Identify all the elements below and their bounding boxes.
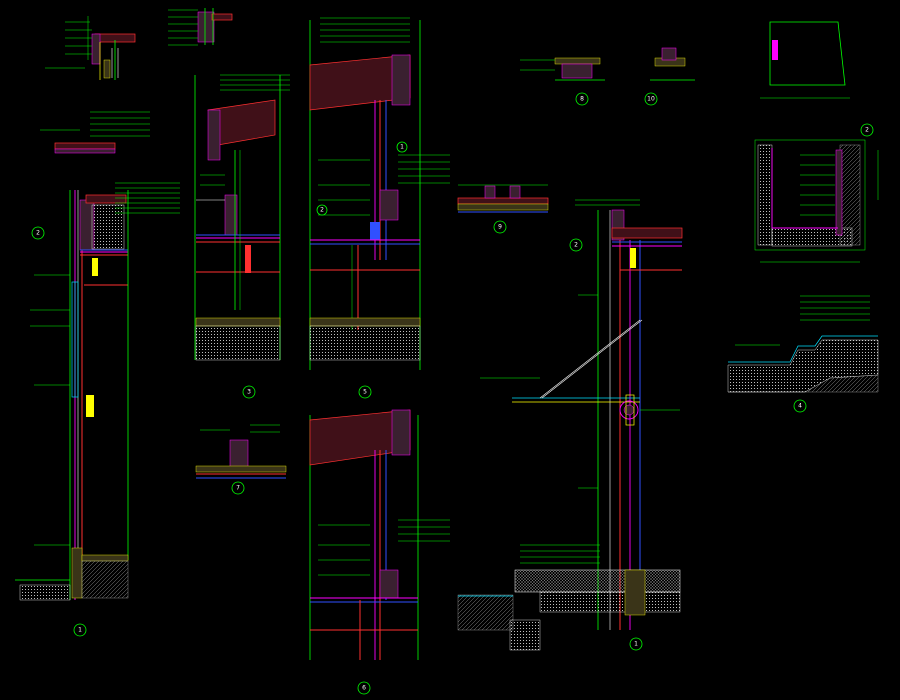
callout-9[interactable]: 9 xyxy=(493,220,507,234)
svg-text:5: 5 xyxy=(363,389,367,396)
callout-group: 1 2 3 5 6 7 8 9 xyxy=(31,92,874,695)
svg-text:1: 1 xyxy=(634,641,638,648)
section-6-wall xyxy=(309,409,450,660)
svg-text:7: 7 xyxy=(236,485,240,492)
detail-top-center-sill xyxy=(168,8,233,46)
section-2-pool-wall xyxy=(754,139,879,263)
detail-top-right-plan xyxy=(760,21,850,99)
callout-7[interactable]: 7 xyxy=(231,481,245,495)
callout-4[interactable]: 4 xyxy=(793,399,807,413)
callout-10[interactable]: 10 xyxy=(644,92,658,106)
detail-9-roof-joint xyxy=(457,184,549,213)
svg-text:1: 1 xyxy=(78,627,82,634)
detail-top-left-parapet xyxy=(45,16,136,80)
svg-text:3: 3 xyxy=(247,389,251,396)
callout-3[interactable]: 3 xyxy=(242,385,256,399)
svg-text:2: 2 xyxy=(865,127,869,134)
callout-1-left[interactable]: 1 xyxy=(73,623,87,637)
svg-text:10: 10 xyxy=(647,96,655,103)
svg-text:2: 2 xyxy=(574,242,578,249)
section-1-left-wall xyxy=(15,182,180,601)
section-1-canopy-wall xyxy=(457,199,683,651)
callout-1-small[interactable]: 1 xyxy=(396,141,408,153)
svg-text:2: 2 xyxy=(36,230,40,237)
svg-text:9: 9 xyxy=(498,224,502,231)
callout-2-pool[interactable]: 2 xyxy=(860,123,874,137)
detail-4-stepped-ground xyxy=(727,295,879,393)
callout-2-left[interactable]: 2 xyxy=(31,226,45,240)
callout-6[interactable]: 6 xyxy=(357,681,371,695)
detail-7-parapet xyxy=(195,424,287,479)
callout-2-small[interactable]: 2 xyxy=(316,204,328,216)
svg-text:2: 2 xyxy=(320,207,324,214)
svg-text:1: 1 xyxy=(400,144,404,151)
detail-roof-edge-small xyxy=(40,111,150,154)
detail-small-joint xyxy=(650,47,695,81)
section-5-wall xyxy=(309,17,450,370)
callout-5[interactable]: 5 xyxy=(358,385,372,399)
callout-8[interactable]: 8 xyxy=(575,92,589,106)
section-3-wall xyxy=(194,74,290,361)
svg-text:4: 4 xyxy=(798,403,802,410)
callout-1-canopy[interactable]: 1 xyxy=(629,637,643,651)
svg-text:8: 8 xyxy=(580,96,584,103)
callout-2-canopy[interactable]: 2 xyxy=(569,238,583,252)
svg-text:6: 6 xyxy=(362,685,366,692)
detail-8-gutter xyxy=(520,57,605,81)
